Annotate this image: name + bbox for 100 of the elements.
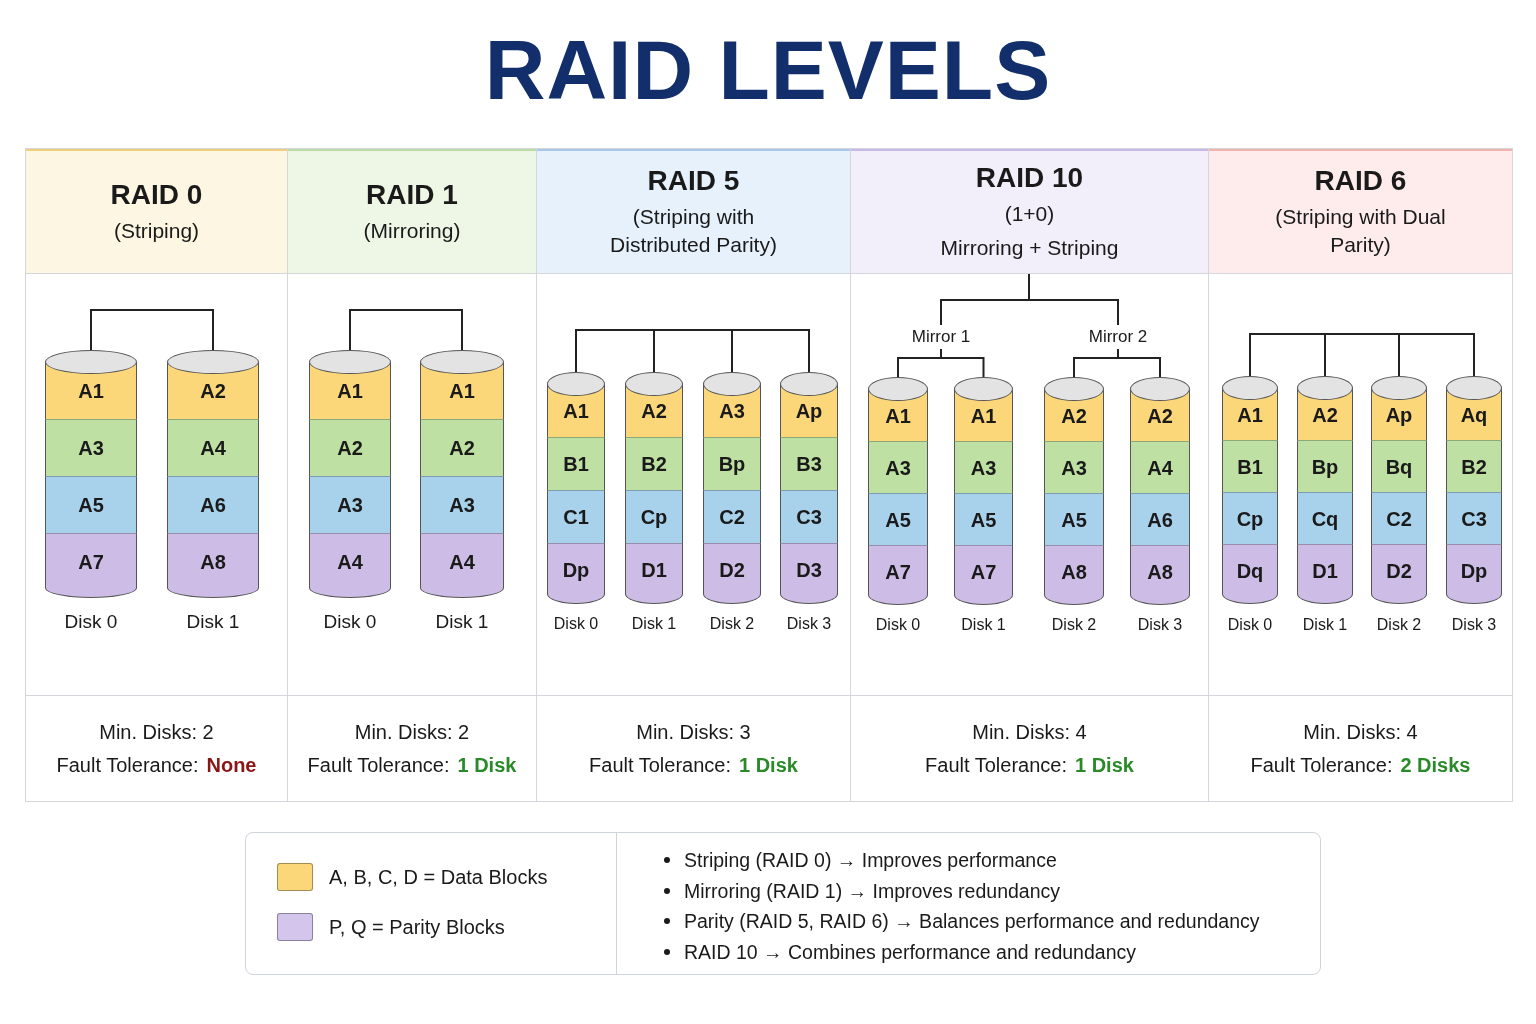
column-subtitle: (Striping) [113, 218, 200, 244]
note-text: Striping (RAID 0) → Improves performance [684, 848, 1057, 873]
data-block: Cp [625, 490, 683, 543]
disk-label: Disk 0 [552, 614, 600, 634]
fault-tolerance-value: 1 Disk [457, 753, 517, 776]
data-block: C2 [1371, 492, 1427, 544]
disk-label: Disk 1 [1301, 615, 1349, 635]
connector-line [1324, 333, 1400, 377]
data-block: B2 [625, 437, 683, 490]
connector-line [349, 309, 463, 351]
data-block: C2 [703, 490, 761, 543]
disk-label: Disk 0 [63, 610, 119, 634]
data-block: Dp [1446, 544, 1502, 604]
data-block: C3 [780, 490, 838, 543]
data-block: Cq [1297, 492, 1353, 544]
data-block: A3 [420, 476, 504, 533]
connector-line [575, 329, 655, 373]
raid-column [25, 148, 288, 802]
disk-cylinder [1130, 377, 1190, 605]
fault-tolerance-value: 1 Disk [739, 753, 798, 776]
data-block: A8 [1044, 545, 1104, 605]
note-text: RAID 10 → Combines performance and redundancy [684, 939, 1136, 965]
data-block: A5 [868, 493, 928, 545]
data-block: A4 [420, 533, 504, 598]
data-block: D1 [625, 543, 683, 604]
disk-cylinder [1371, 376, 1427, 604]
fault-tolerance-label: Fault Tolerance: [589, 753, 731, 776]
disk-cylinder [1297, 376, 1353, 604]
column-title: RAID 10 [975, 162, 1084, 194]
title: RAID LEVELS [483, 22, 1053, 119]
disk-label: Disk 2 [1050, 615, 1098, 635]
column-subtitle: Mirroring + Striping [940, 235, 1119, 261]
fault-tolerance-label: Fault Tolerance: [56, 753, 199, 776]
note-text: Parity (RAID 5, RAID 6) → Balances performance and redundancy [684, 909, 1260, 934]
data-block: A3 [45, 419, 137, 476]
disk-cylinder [780, 372, 838, 604]
min-disks-text: Min. Disks: 4 [1303, 720, 1418, 744]
disk-label: Disk 1 [630, 614, 678, 634]
data-block: B3 [780, 437, 838, 490]
min-disks-text: Min. Disks: 2 [99, 720, 214, 744]
data-block: A7 [954, 545, 1013, 605]
data-block: A4 [309, 533, 391, 598]
min-disks-text: Min. Disks: 4 [972, 720, 1087, 744]
connector-line [1249, 333, 1326, 377]
fault-tolerance-label: Fault Tolerance: [307, 753, 450, 776]
data-block: A3 [868, 441, 928, 493]
data-block: A5 [45, 476, 137, 533]
fault-tolerance-value: None [206, 753, 257, 776]
connector-line [653, 329, 733, 373]
data-block: A2 [420, 419, 504, 476]
data-block: A7 [868, 545, 928, 605]
data-block: Dp [547, 543, 605, 604]
connector-line [1398, 333, 1475, 377]
data-block: B1 [1222, 440, 1278, 492]
column-title: RAID 6 [1314, 165, 1407, 197]
fault-tolerance-label: Fault Tolerance: [925, 753, 1067, 776]
raid-column [850, 148, 1209, 802]
disk-label: Disk 1 [434, 610, 490, 634]
data-block: A3 [954, 441, 1013, 493]
min-disks-text: Min. Disks: 2 [354, 720, 470, 744]
disk-label: Disk 3 [1136, 615, 1184, 635]
data-block: C3 [1446, 492, 1502, 544]
column-subtitle: (Striping with Dual Parity) [1274, 204, 1447, 258]
data-block: A6 [167, 476, 259, 533]
data-block: D3 [780, 543, 838, 604]
connector-line [731, 329, 810, 373]
data-block: A3 [1044, 441, 1104, 493]
disk-label: Disk 1 [185, 610, 241, 634]
disk-cylinder [703, 372, 761, 604]
raid-column [536, 148, 851, 802]
data-block: A4 [167, 419, 259, 476]
disk-label: Disk 3 [785, 614, 833, 634]
disk-cylinder [167, 350, 259, 598]
data-block: Bp [703, 437, 761, 490]
disk-cylinder [1446, 376, 1502, 604]
disk-label: Disk 0 [322, 610, 378, 634]
data-block: Dq [1222, 544, 1278, 604]
disk-cylinder [1044, 377, 1104, 605]
column-subtitle: (Striping with Distributed Parity) [609, 204, 778, 258]
min-disks-text: Min. Disks: 3 [636, 720, 751, 744]
data-block: A4 [1130, 441, 1190, 493]
disk-cylinder [45, 350, 137, 598]
data-block: D2 [1371, 544, 1427, 604]
data-block: A8 [167, 533, 259, 598]
data-block: A3 [309, 476, 391, 533]
disk-cylinder [309, 350, 391, 598]
mirror-label: Mirror 1 [896, 325, 986, 349]
legend-text: A, B, C, D = Data Blocks [329, 865, 548, 889]
fault-tolerance-value: 2 Disks [1400, 753, 1471, 776]
disk-label: Disk 1 [960, 615, 1007, 635]
disk-label: Disk 2 [1375, 615, 1423, 635]
data-block: A5 [954, 493, 1013, 545]
data-block: B2 [1446, 440, 1502, 492]
disk-cylinder [420, 350, 504, 598]
column-subtitle: (Mirroring) [363, 218, 461, 244]
disk-label: Disk 3 [1450, 615, 1498, 635]
mirror-label: Mirror 2 [1073, 325, 1163, 349]
data-block: C1 [547, 490, 605, 543]
fault-tolerance-label: Fault Tolerance: [1250, 753, 1393, 776]
data-block: Bq [1371, 440, 1427, 492]
